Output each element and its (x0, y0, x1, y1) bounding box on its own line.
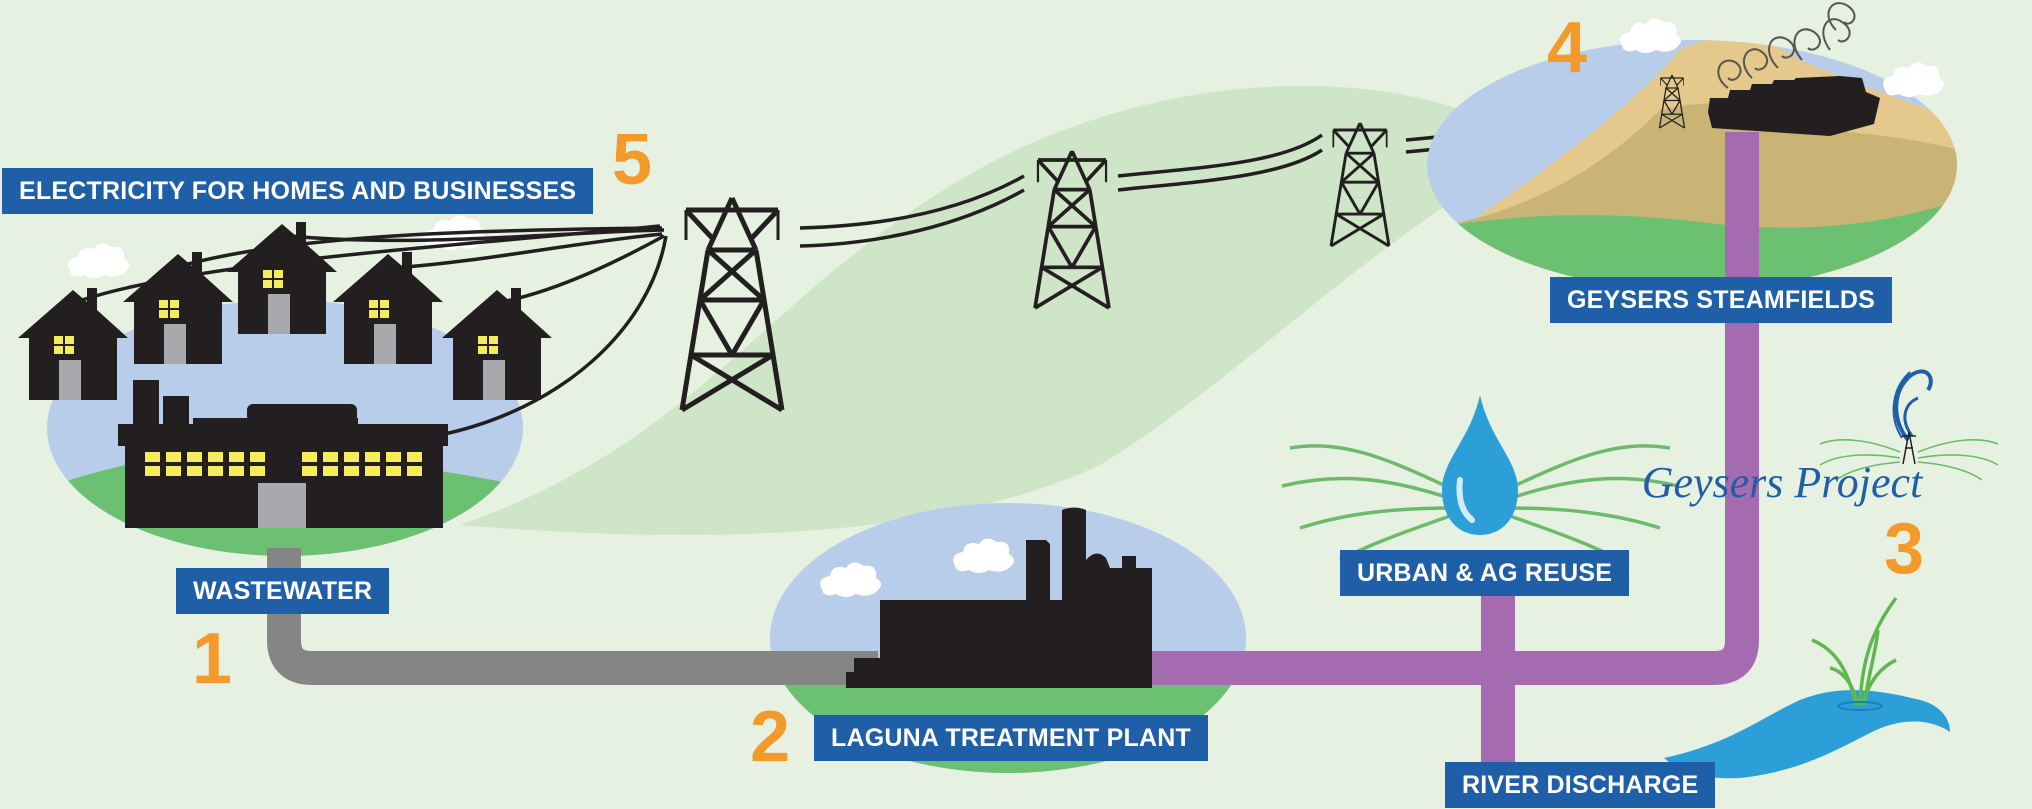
steam-plumes (1717, 2, 1856, 89)
label-steamfields: GEYSERS STEAMFIELDS (1550, 277, 1893, 323)
background-swoosh (460, 85, 1540, 536)
recycled-water-pipe (1148, 132, 1759, 685)
label-electricity: ELECTRICITY FOR HOMES AND BUSINESSES (2, 168, 594, 214)
house (442, 288, 552, 400)
step-number-1: 1 (192, 619, 233, 699)
geysers-project-logo-icon (1819, 369, 1999, 481)
treatment-plant-stacks (1004, 507, 1152, 688)
step-number-2: 2 (750, 697, 791, 777)
house (333, 252, 443, 364)
label-river-discharge: RIVER DISCHARGE (1445, 762, 1716, 808)
cloud (1620, 18, 1681, 54)
wastewater-pipe (267, 548, 878, 685)
geothermal-plant (1708, 76, 1880, 136)
label-wastewater: WASTEWATER (176, 568, 390, 614)
cloud (1883, 62, 1944, 98)
reeds (1811, 596, 1898, 706)
house (123, 252, 233, 364)
house (18, 288, 128, 400)
step-number-3: 3 (1884, 509, 1925, 589)
label-urban-ag-reuse: URBAN & AG REUSE (1340, 550, 1630, 596)
river-icon (1664, 690, 1950, 779)
geysers-vignette (1427, 40, 1957, 290)
cloud (68, 243, 129, 278)
step-number-4: 4 (1547, 8, 1588, 88)
geysers-project-logo-text: Geysers Project (1641, 458, 1923, 507)
water-drop-icon (1442, 395, 1518, 535)
step-number-5: 5 (612, 120, 653, 200)
treatment-plant-building (846, 600, 1010, 688)
factory (118, 380, 448, 528)
power-lines (81, 76, 1673, 437)
label-treatment-plant: LAGUNA TREATMENT PLANT (814, 715, 1208, 761)
